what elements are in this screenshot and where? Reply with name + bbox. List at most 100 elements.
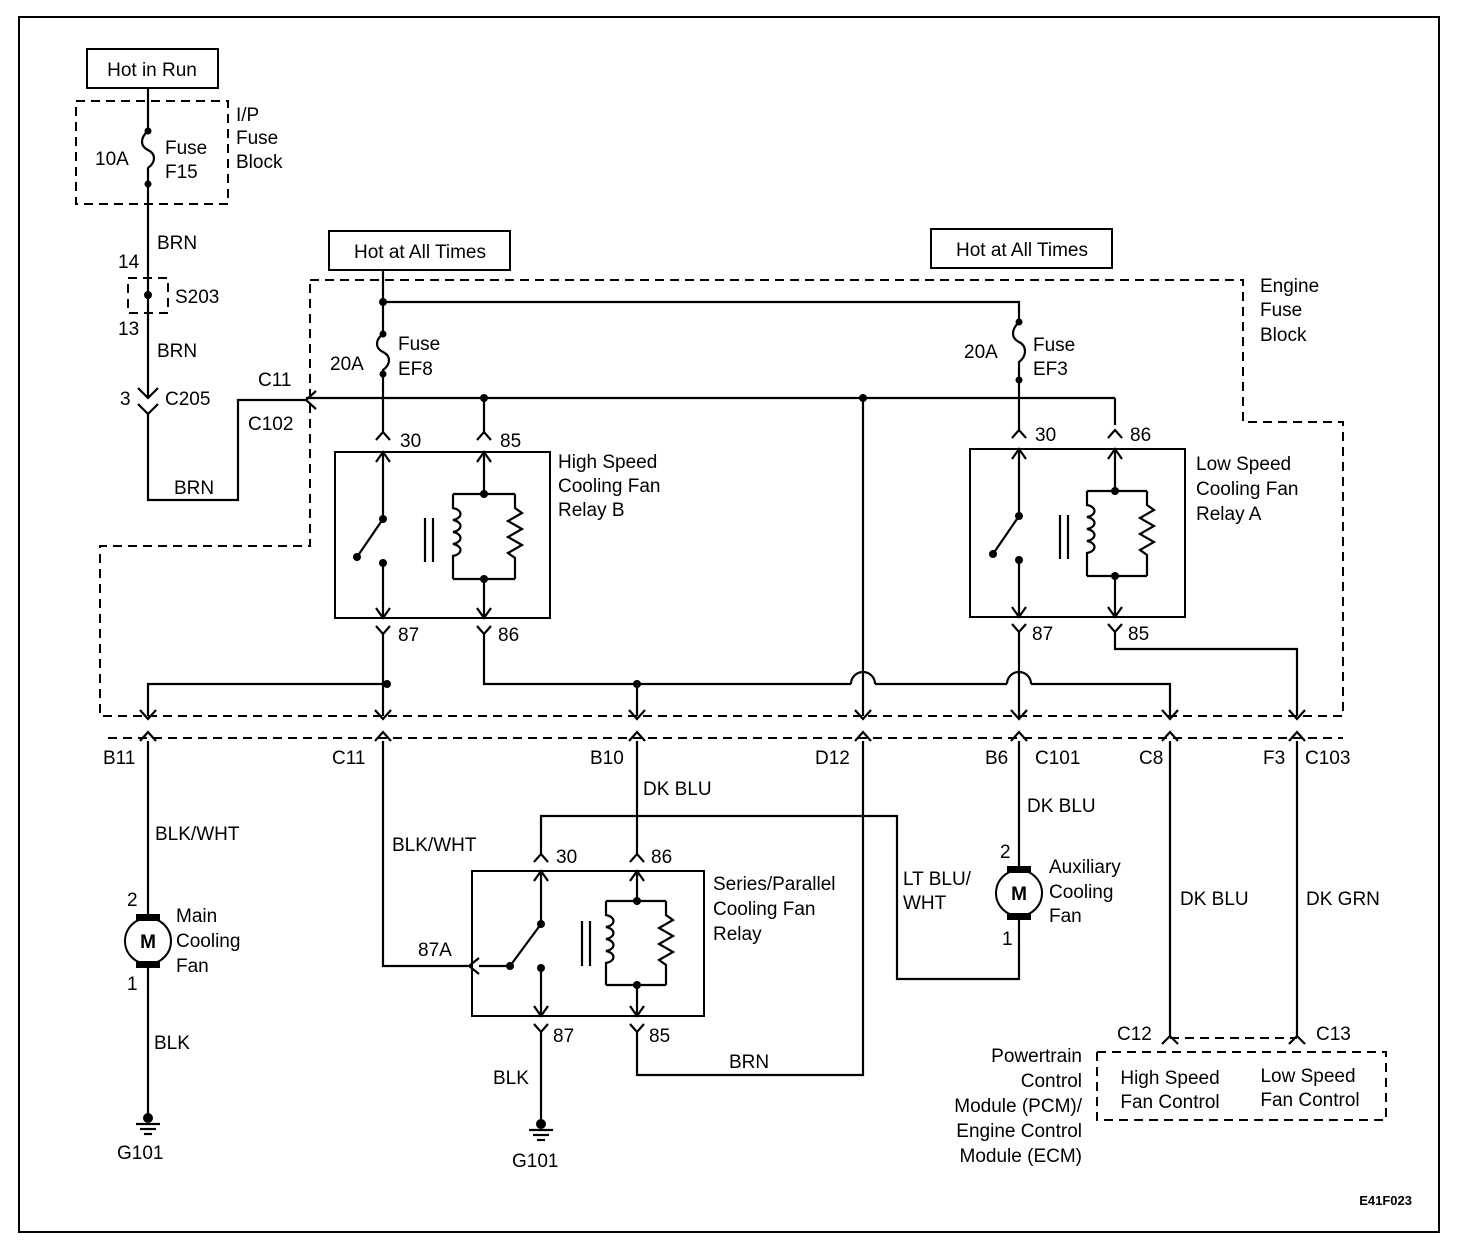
relay-sp-coil	[604, 901, 615, 985]
relay-b-resistor	[505, 494, 525, 579]
relay-sp-pin85-connector	[629, 1023, 645, 1034]
connector-b10-label: B10	[590, 748, 624, 769]
relay-b-pin30-connector	[375, 430, 391, 441]
ip-fuse-block-label-2: Fuse	[236, 128, 278, 149]
relay-sp-pin87a: 87A	[418, 940, 452, 961]
pcm-high-speed-2: Fan Control	[1120, 1092, 1219, 1113]
relay-a-resistor	[1137, 491, 1157, 576]
splice-pin-13: 13	[118, 319, 139, 340]
main-fan-pin2: 2	[127, 890, 138, 911]
relay-b-pin86-connector	[476, 625, 492, 636]
main-fan-label-2: Cooling	[176, 931, 240, 952]
relay-a-box	[969, 448, 1186, 618]
ip-fuse-block-label-1: I/P	[236, 105, 259, 126]
connector-d12	[854, 730, 872, 742]
relay-sp-box	[471, 870, 705, 1017]
hot-in-run-box	[86, 48, 219, 89]
connector-c8-label: C8	[1139, 748, 1163, 769]
ground-g101-left: G101	[117, 1143, 163, 1164]
ip-fuse-block-outline	[75, 100, 229, 205]
main-fan-label-3: Fan	[176, 956, 209, 977]
relay-a-pin87-connector	[1011, 623, 1027, 634]
pcm-label-2: Control	[1021, 1071, 1082, 1092]
connector-c205-label: C205	[165, 389, 210, 410]
ground-g101-mid-icon	[529, 1128, 553, 1142]
fuse-ef3-rating: 20A	[964, 342, 998, 363]
relay-sp-label-3: Relay	[713, 924, 762, 945]
wire-brn-1: BRN	[157, 233, 197, 254]
wire-lt-blu-wht-2: WHT	[903, 893, 947, 914]
engine-fuse-block-label-1: Engine	[1260, 276, 1319, 297]
relay-b-box	[334, 451, 551, 619]
relay-sp-label-1: Series/Parallel	[713, 874, 836, 895]
relay-a-pin30-connector	[1011, 428, 1027, 439]
pcm-low-speed-2: Fan Control	[1260, 1090, 1359, 1111]
wire-brn-sp: BRN	[729, 1052, 769, 1073]
relay-b-label-1: High Speed	[558, 452, 657, 473]
relay-b-pin30: 30	[400, 431, 421, 452]
connector-c103-label: C103	[1305, 748, 1350, 769]
pcm-label-5: Module (ECM)	[960, 1146, 1082, 1167]
ground-g101-left-icon	[136, 1122, 160, 1136]
relay-b-pin87-connector	[375, 625, 391, 636]
splice-s203-label: S203	[175, 287, 219, 308]
fuse-ef3-name-2: EF3	[1033, 359, 1068, 380]
connector-d12-label: D12	[815, 748, 850, 769]
main-fan-motor-letter: M	[140, 932, 156, 953]
fuse-f15-symbol	[140, 130, 156, 184]
connector-c8	[1161, 730, 1179, 742]
connector-c13-label: C13	[1316, 1024, 1351, 1045]
hot-all-times-left-label: Hot at All Times	[354, 242, 486, 263]
fuse-f15-name-2: F15	[165, 162, 198, 183]
aux-fan-motor-letter: M	[1011, 884, 1027, 905]
aux-fan-pin2: 2	[1000, 842, 1011, 863]
ip-fuse-block-label-3: Block	[236, 152, 283, 173]
wire-dk-blu-c8: DK BLU	[1180, 889, 1249, 910]
connector-b6-label: B6	[985, 748, 1008, 769]
relay-sp-pin87-connector	[533, 1023, 549, 1034]
wire-lt-blu-wht-1: LT BLU/	[903, 869, 972, 890]
connector-c11-label: C11	[332, 748, 365, 769]
wire-dk-blu-b10: DK BLU	[643, 779, 712, 800]
diagram-frame	[18, 16, 1440, 1233]
connector-c205-pin: 3	[120, 389, 131, 410]
fuse-ef3-name-1: Fuse	[1033, 335, 1075, 356]
relay-b-pin85-connector	[476, 430, 492, 441]
wire-blk-wht-c11: BLK/WHT	[392, 835, 477, 856]
relay-sp-label-2: Cooling Fan	[713, 899, 815, 920]
wire-dk-blu-b6: DK BLU	[1027, 796, 1096, 817]
splice-pin-14: 14	[118, 252, 140, 273]
connector-c101-label: C101	[1035, 748, 1080, 769]
engine-fuse-block-label-2: Fuse	[1260, 300, 1302, 321]
aux-fan-pin1: 1	[1002, 929, 1013, 950]
relay-sp-resistor	[656, 901, 676, 985]
wire-blk-sp: BLK	[493, 1068, 529, 1089]
aux-fan-label-3: Fan	[1049, 906, 1082, 927]
connector-f3	[1288, 730, 1306, 742]
relay-sp-pin30: 30	[556, 847, 577, 868]
relay-a-pin30: 30	[1035, 425, 1056, 446]
hot-in-run-label: Hot in Run	[107, 60, 197, 81]
connector-c11-top: C11	[258, 370, 291, 391]
pcm-outline	[1096, 1051, 1387, 1121]
fuse-ef8-symbol	[375, 333, 391, 374]
fuse-f15-name-1: Fuse	[165, 138, 207, 159]
fuse-ef8-name-1: Fuse	[398, 334, 440, 355]
main-fan-label-1: Main	[176, 906, 217, 927]
connector-b6	[1010, 730, 1028, 742]
fuse-ef8-name-2: EF8	[398, 359, 433, 380]
hot-all-times-right-label: Hot at All Times	[956, 240, 1088, 261]
relay-b-pin87: 87	[398, 625, 419, 646]
pcm-low-speed-1: Low Speed	[1260, 1066, 1355, 1087]
relay-sp-pin86: 86	[651, 847, 672, 868]
connector-b11	[139, 730, 157, 742]
engine-fuse-block-outline	[99, 279, 1344, 717]
relay-a-switch-arm	[992, 515, 1020, 555]
aux-fan-label-1: Auxiliary	[1049, 857, 1121, 878]
drawing-id: E41F023	[1359, 1193, 1412, 1208]
relay-sp-pin30-connector	[533, 852, 549, 863]
relay-sp-switch-arm	[509, 923, 542, 967]
wire-blk-main: BLK	[154, 1033, 190, 1054]
wire-brn-3: BRN	[174, 478, 214, 499]
connector-c102	[304, 390, 317, 410]
